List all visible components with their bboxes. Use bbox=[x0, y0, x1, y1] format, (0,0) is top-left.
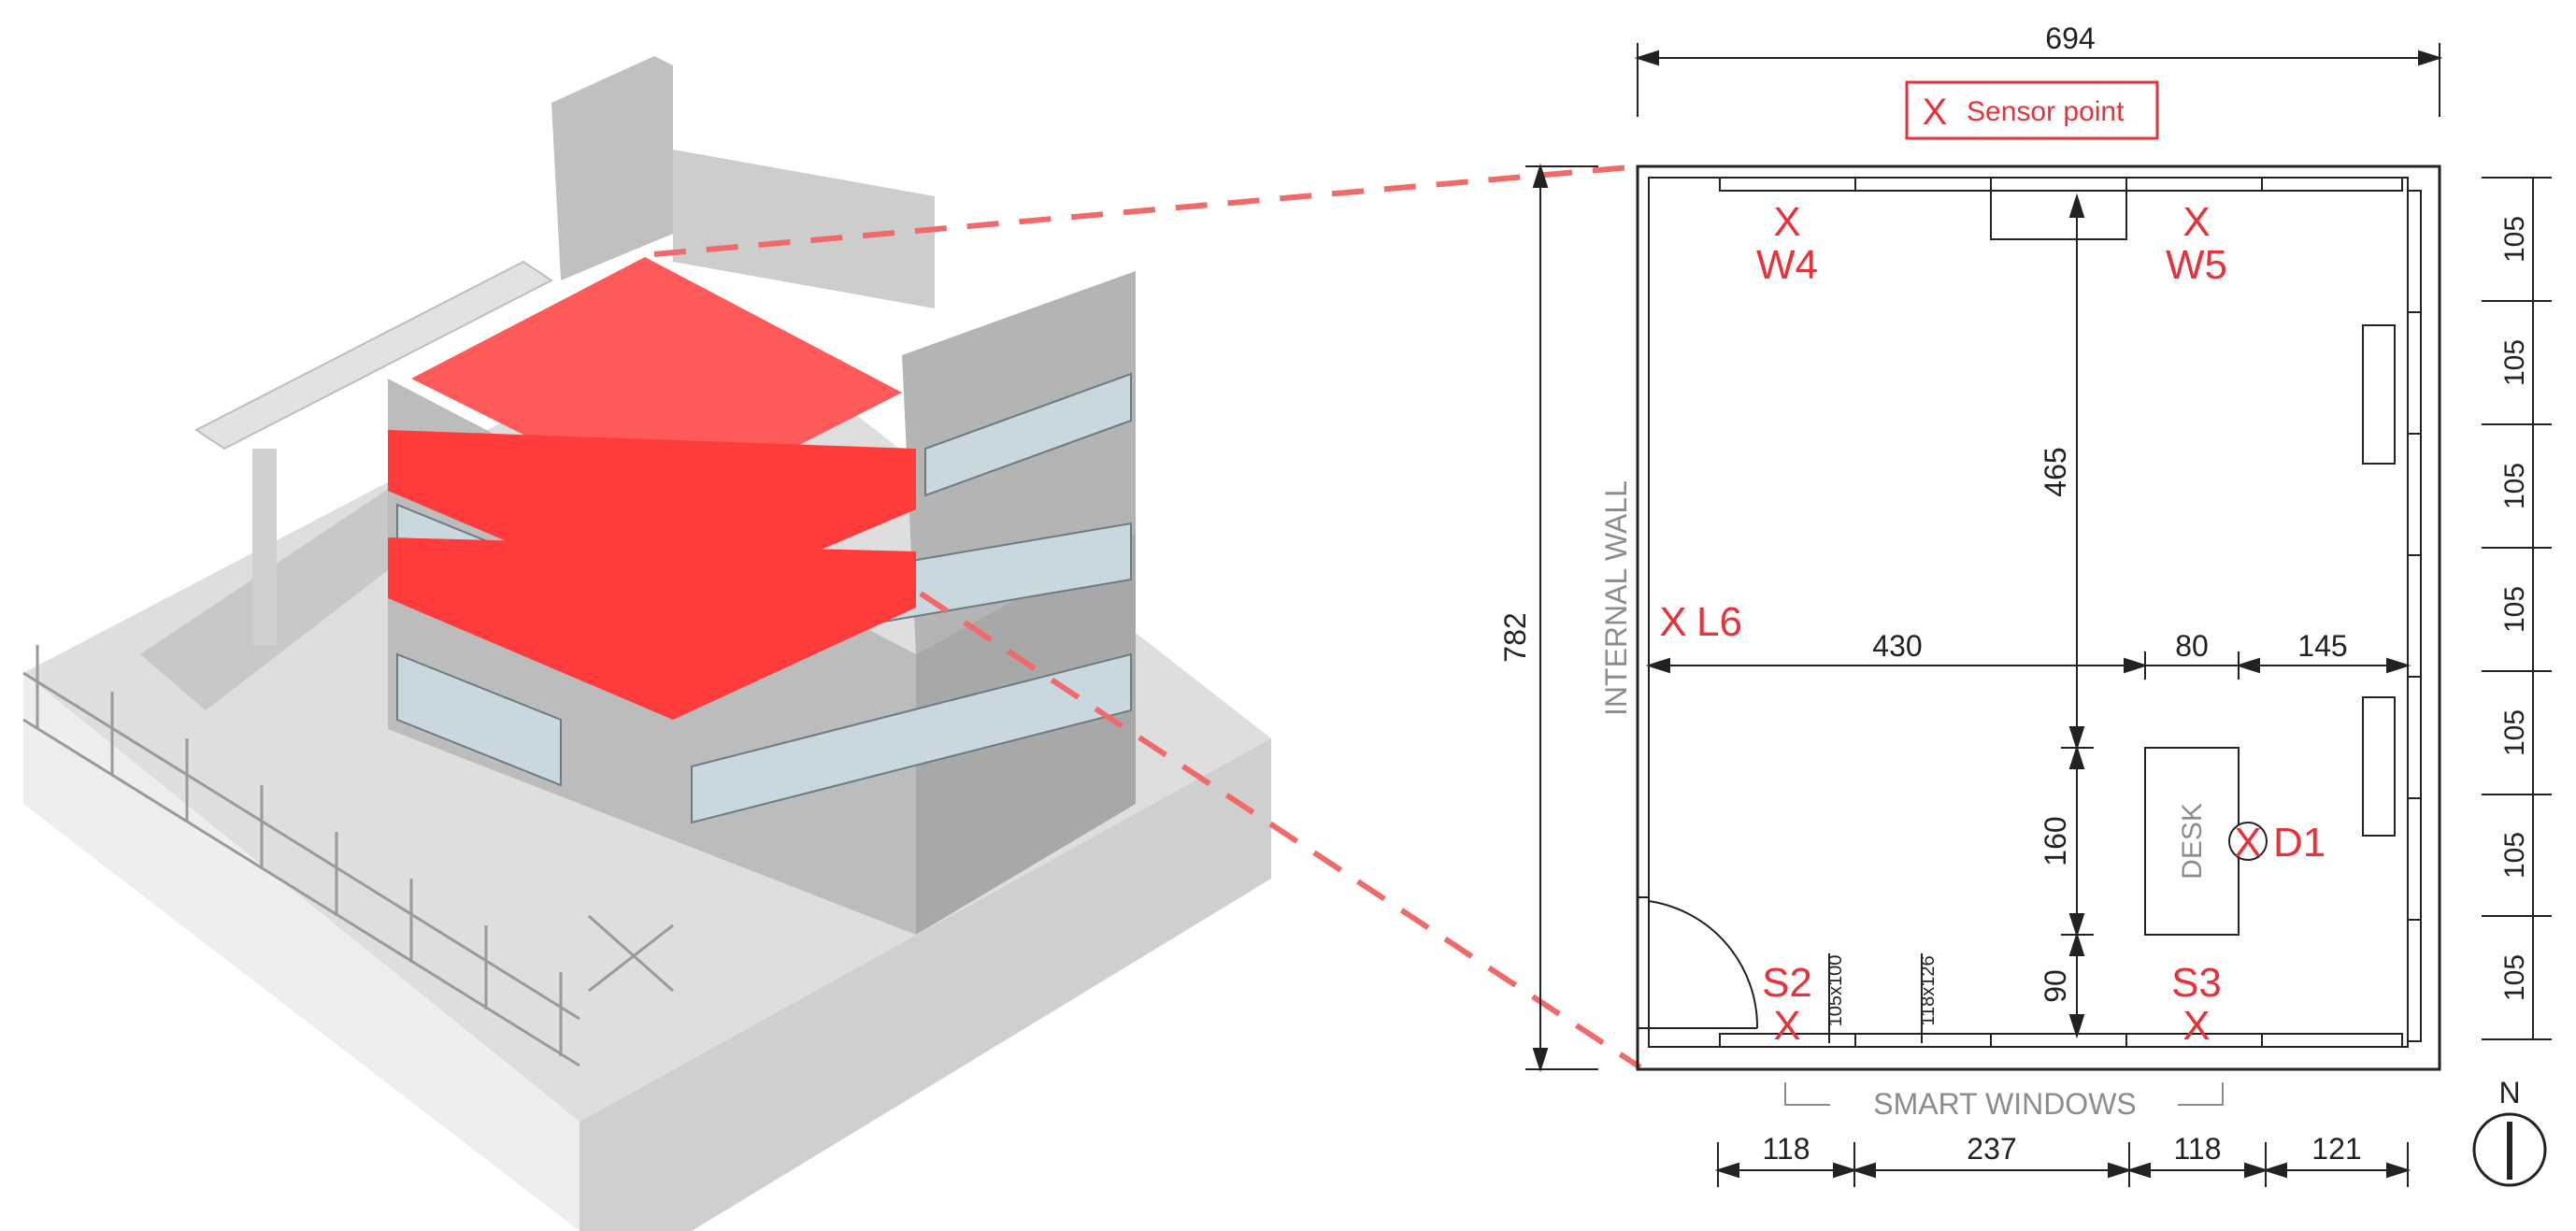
smart-windows-bracket bbox=[1784, 1082, 2224, 1106]
room-outline-inner bbox=[1648, 177, 2409, 1048]
room-outline-outer bbox=[1636, 165, 2441, 1071]
rear-tower bbox=[551, 56, 673, 280]
ground-right-face bbox=[580, 738, 1271, 1231]
sensor-s2-name: S2 bbox=[1762, 960, 1812, 1006]
dim-top-width: 694 bbox=[2045, 21, 2095, 55]
connector-lines bbox=[653, 164, 1642, 1070]
dim-right-3: 105 bbox=[2499, 463, 2530, 509]
sensor-w5-mark: X bbox=[2182, 199, 2210, 245]
sensor-d1-name: D1 bbox=[2273, 820, 2326, 866]
sensor-w4-mark: X bbox=[1773, 199, 1800, 245]
highlight-band-lower bbox=[388, 537, 916, 720]
radiator-upper bbox=[2362, 324, 2396, 465]
stair-block bbox=[140, 486, 449, 710]
canopy-column bbox=[252, 449, 277, 645]
dim-right-6: 105 bbox=[2499, 832, 2530, 879]
top-windows bbox=[1719, 177, 2403, 240]
sensor-l6-mark: X bbox=[1659, 599, 1686, 645]
floor-plan: DESK INTERNAL WALL SMART WINDOWS 105x100… bbox=[1498, 21, 2552, 1187]
legend-box bbox=[1905, 80, 2159, 140]
dim-horizontal-b: 80 bbox=[2175, 629, 2209, 663]
legend-symbol: X bbox=[1923, 92, 1948, 133]
internal-wall-label: INTERNAL WALL bbox=[1599, 480, 1633, 716]
dim-left-height: 782 bbox=[1498, 612, 1532, 662]
sensor-points: X W4 X W5 X L6 X D1 S2 X S3 X bbox=[1659, 199, 2326, 1049]
dim-bottom-segment-labels: 118 237 118 121 bbox=[1762, 1132, 2361, 1166]
north-arrow: N bbox=[2472, 1076, 2547, 1187]
legend: X Sensor point bbox=[1905, 80, 2159, 140]
fence bbox=[22, 645, 674, 1067]
sensor-w5-name: W5 bbox=[2166, 242, 2227, 288]
rear-wall bbox=[673, 150, 935, 308]
sensor-s2-mark: X bbox=[1773, 1003, 1800, 1049]
dim-right-7: 105 bbox=[2499, 954, 2530, 1001]
dim-horizontal-a: 430 bbox=[1872, 629, 1922, 663]
window-size-a: 105x100 bbox=[1825, 955, 1846, 1027]
door bbox=[1637, 896, 1759, 1029]
dim-inner-vertical: 465 bbox=[2039, 447, 2072, 496]
bottom-windows bbox=[1719, 1033, 2403, 1048]
dim-bottom-2: 237 bbox=[1967, 1132, 2016, 1166]
smart-windows-label: SMART WINDOWS bbox=[1873, 1087, 2136, 1121]
canopy bbox=[194, 260, 553, 451]
right-windows bbox=[2362, 190, 2422, 1042]
ground-left-face bbox=[23, 673, 580, 1231]
dim-desk-vertical: 160 bbox=[2039, 816, 2072, 866]
legend-label: Sensor point bbox=[1967, 96, 2125, 127]
building-isometric bbox=[22, 56, 1271, 1231]
radiator-lower bbox=[2362, 696, 2396, 837]
desk-label: DESK bbox=[2177, 803, 2208, 880]
top-inset bbox=[1990, 190, 2127, 240]
dim-bottom-vertical: 90 bbox=[2039, 969, 2072, 1003]
sensor-s3-mark: X bbox=[2182, 1003, 2210, 1049]
sensor-w4-name: W4 bbox=[1756, 242, 1818, 288]
dim-bottom-3: 118 bbox=[2173, 1132, 2221, 1166]
desk bbox=[2144, 747, 2240, 936]
north-label: N bbox=[2498, 1076, 2520, 1109]
dim-right-5: 105 bbox=[2499, 709, 2530, 756]
highlight-band-upper bbox=[388, 430, 916, 612]
desk-chair bbox=[2228, 822, 2268, 861]
sensor-d1-mark: X bbox=[2234, 820, 2261, 866]
sensor-l6-name: L6 bbox=[1696, 599, 1742, 645]
dim-bottom-4: 121 bbox=[2311, 1132, 2361, 1166]
dim-right-2: 105 bbox=[2499, 339, 2530, 386]
dim-right-4: 105 bbox=[2499, 586, 2530, 633]
window-size-b: 118x126 bbox=[1918, 955, 1939, 1025]
dim-right-1: 105 bbox=[2499, 216, 2530, 263]
dim-bottom-1: 118 bbox=[1762, 1132, 1810, 1166]
sensor-s3-name: S3 bbox=[2171, 960, 2222, 1006]
dimension-lines bbox=[1525, 43, 2552, 1187]
dim-right-segment-labels: 105 105 105 105 105 105 105 bbox=[2499, 216, 2530, 1001]
dim-horizontal-c: 145 bbox=[2297, 629, 2347, 663]
